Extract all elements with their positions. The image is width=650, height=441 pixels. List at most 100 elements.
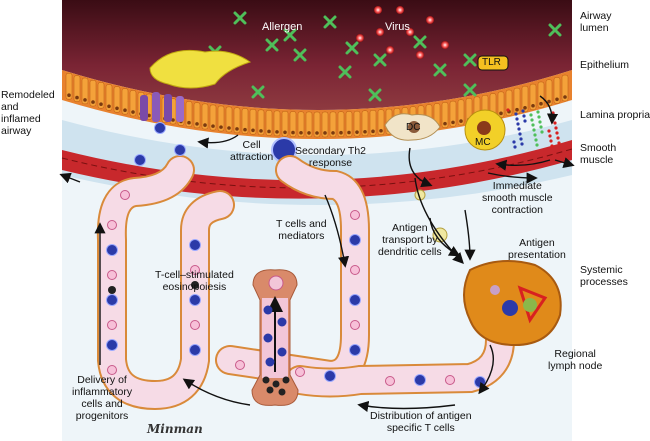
- epithelial-nucleus: [339, 130, 343, 135]
- granule: [553, 121, 557, 125]
- granule: [521, 109, 525, 113]
- epithelial-cell: [561, 74, 569, 102]
- lymph-node: [463, 260, 562, 347]
- allergen-mark: [433, 63, 447, 77]
- marrow-lymphocyte: [263, 333, 273, 343]
- lymphocyte: [106, 294, 118, 306]
- epithelial-nucleus: [299, 130, 303, 135]
- epithelial-nucleus: [171, 118, 175, 122]
- epithelial-cell: [297, 111, 305, 138]
- epithelial-nucleus: [307, 131, 311, 135]
- epithelial-cell: [337, 111, 345, 137]
- allergen-mark: [463, 53, 477, 67]
- granule: [539, 125, 543, 129]
- marrow-lymphocyte: [263, 305, 273, 315]
- epithelial-cell: [345, 111, 353, 137]
- epithelial-cell: [201, 103, 209, 130]
- basophil: [108, 286, 116, 294]
- remodeled-airway-label: Remodeled and inflamed airway: [1, 89, 55, 137]
- distribution-label: Distribution of antigen specific T cells: [370, 410, 472, 434]
- virus-particle: [376, 28, 384, 36]
- epithelial-cell: [257, 109, 265, 136]
- epithelial-cell: [441, 102, 449, 128]
- allergen-mark: [283, 28, 297, 42]
- basophil: [191, 281, 199, 289]
- epithelial-nucleus: [251, 128, 255, 133]
- granule: [536, 110, 540, 114]
- epithelial-cell: [521, 85, 529, 113]
- virus-particle: [386, 46, 394, 54]
- marrow-progenitor: [266, 386, 274, 394]
- antigen-transport-label: Antigen transport by dendritic cells: [378, 222, 442, 258]
- epithelial-nucleus: [115, 106, 119, 111]
- antigen-presentation-label: Antigen presentation: [508, 237, 566, 261]
- epithelial-cell: [89, 80, 97, 107]
- allergen-mark: [233, 11, 247, 25]
- virus-particle: [406, 28, 414, 36]
- epithelial-nucleus: [515, 107, 519, 112]
- granule: [514, 112, 518, 116]
- epithelial-cell: [209, 104, 217, 131]
- epithelial-cell: [329, 111, 337, 138]
- epithelial-nucleus: [275, 130, 279, 134]
- epithelial-nucleus: [531, 103, 535, 108]
- artist-signature: Minman: [147, 422, 203, 436]
- epithelial-cell: [265, 110, 273, 136]
- granule: [519, 137, 523, 141]
- allergen-mark: [251, 85, 265, 99]
- virus-particle: [396, 6, 404, 14]
- marrow-lymphocyte: [277, 347, 287, 357]
- epithelial-nucleus: [355, 130, 359, 134]
- virus-particle: [426, 16, 434, 24]
- virus-particle: [374, 6, 382, 14]
- lymphocyte: [349, 234, 361, 246]
- epithelial-nucleus: [243, 127, 247, 132]
- epithelial-cell: [305, 111, 313, 138]
- lymphocyte: [189, 239, 201, 251]
- epithelial-nucleus: [459, 119, 463, 123]
- epithelial-nucleus: [563, 95, 567, 99]
- epithelial-nucleus: [371, 129, 375, 134]
- epithelial-nucleus: [323, 131, 327, 135]
- epithelial-nucleus: [187, 120, 191, 125]
- allergen-mark: [413, 35, 427, 49]
- granule: [547, 129, 551, 133]
- epithelial-nucleus: [347, 130, 351, 135]
- epithelial-cell: [121, 88, 129, 115]
- mast-cell: [464, 109, 506, 151]
- eosinophil: [295, 367, 305, 377]
- epithelial-nucleus: [547, 99, 551, 104]
- virus-particle: [416, 51, 424, 59]
- granule: [548, 134, 552, 138]
- epithelial-cell: [217, 105, 225, 132]
- epithelial-cell: [113, 86, 121, 113]
- epithelial-nucleus: [227, 126, 231, 130]
- delivery-label: Delivery of inflammatory cells and proge…: [72, 374, 133, 422]
- epithelial-cell: [321, 111, 329, 138]
- marrow-lymphocyte: [277, 317, 287, 327]
- epithelial-cell: [241, 108, 249, 134]
- epithelial-nucleus: [555, 97, 559, 102]
- t-cells-mediators-label: T cells and mediators: [276, 218, 327, 242]
- epithelial-cell: [65, 72, 73, 100]
- marrow-cells: [262, 275, 290, 396]
- marrow-progenitor: [272, 380, 280, 388]
- epithelial-nucleus: [107, 104, 111, 109]
- tlr-label: TLR: [482, 57, 501, 68]
- epithelial-cell: [185, 101, 193, 127]
- eosinophil: [190, 320, 200, 330]
- granule: [531, 123, 535, 127]
- marrow-progenitor: [278, 388, 286, 396]
- granule: [550, 144, 554, 148]
- epithelial-cell: [537, 81, 545, 108]
- epithelial-cell: [353, 110, 361, 137]
- epithelial-nucleus: [67, 93, 71, 98]
- allergen-mark: [373, 53, 387, 67]
- epithelial-cell: [313, 111, 321, 138]
- epithelial-nucleus: [131, 110, 135, 114]
- allergen-mark: [345, 41, 359, 55]
- allergen-mark: [463, 83, 477, 97]
- epithelial-cell: [249, 108, 257, 135]
- allergen-mark: [265, 38, 279, 52]
